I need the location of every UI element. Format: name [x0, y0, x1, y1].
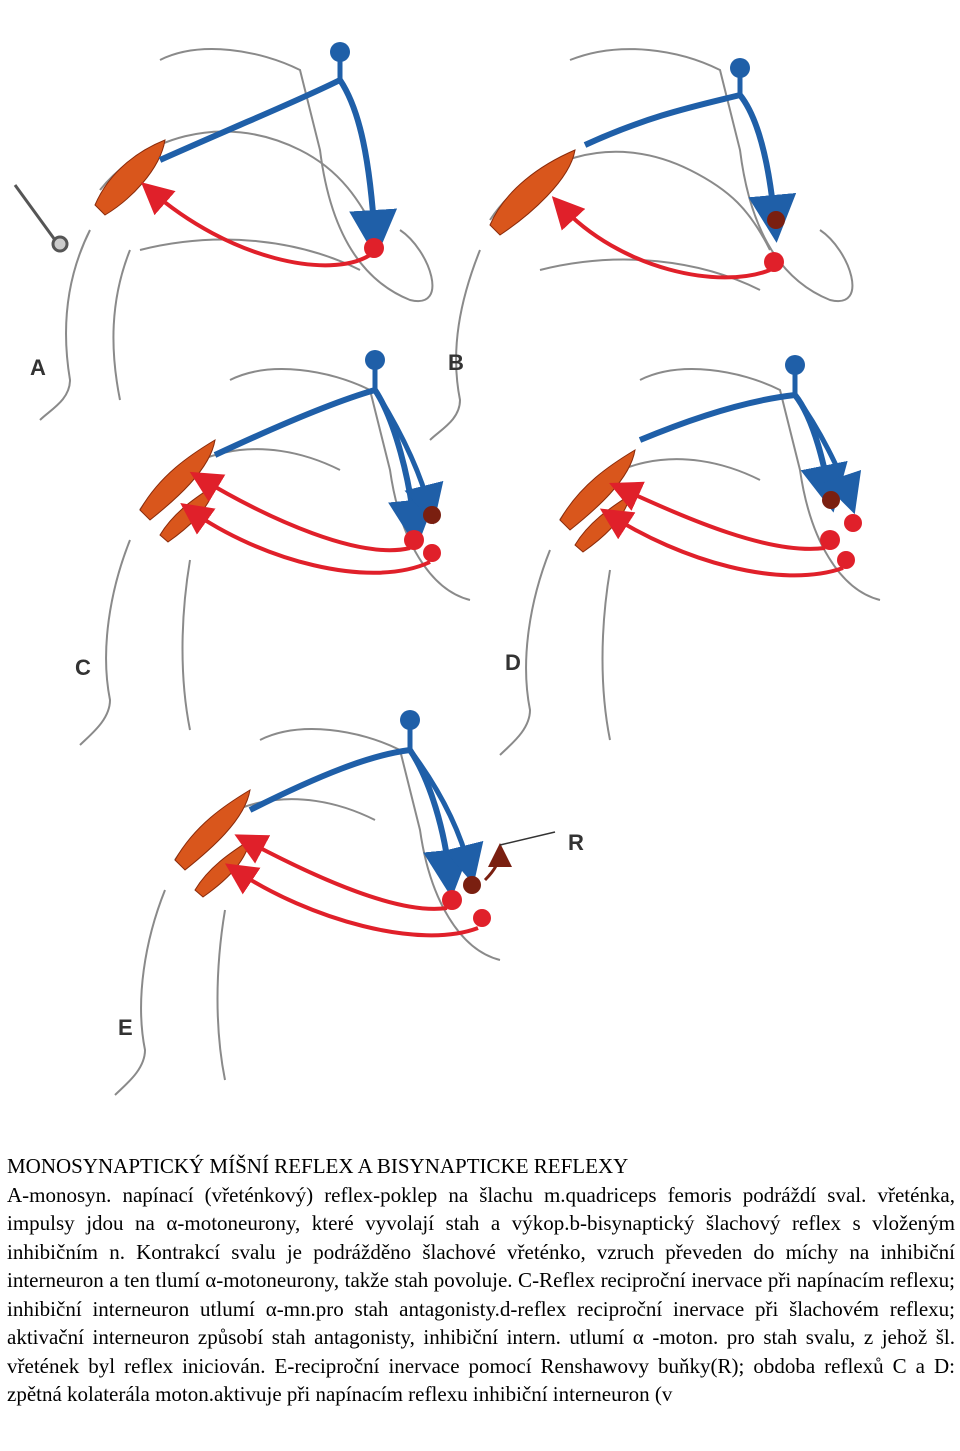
- caption-body: A-monosyn. napínací (vřeténkový) reflex-…: [7, 1182, 955, 1407]
- efferent-fiber-antagonist: [599, 508, 844, 578]
- panel-label-b: B: [448, 350, 464, 375]
- panel-label-d: D: [505, 650, 521, 675]
- alpha-motoneuron: [820, 530, 840, 550]
- muscle-quadriceps: [559, 449, 636, 531]
- alpha-motoneuron-antagonist: [423, 544, 441, 562]
- muscle-quadriceps: [139, 439, 216, 521]
- efferent-fiber-antagonist: [225, 863, 479, 938]
- efferent-fiber: [551, 196, 771, 280]
- efferent-fiber: [609, 481, 826, 551]
- panel-e: R E: [114, 710, 584, 1096]
- alpha-motoneuron: [364, 238, 384, 258]
- alpha-motoneuron: [404, 530, 424, 550]
- panel-d: D: [499, 355, 881, 756]
- efferent-fiber: [234, 834, 448, 911]
- afferent-fiber: [158, 76, 398, 258]
- efferent-fiber: [140, 182, 372, 268]
- renshaw-pointer: [499, 831, 556, 846]
- excitatory-interneuron: [844, 514, 862, 532]
- alpha-motoneuron: [442, 890, 462, 910]
- afferent-fiber: [638, 391, 848, 513]
- body-outline: [499, 368, 881, 756]
- efferent-fiber-antagonist: [180, 503, 431, 575]
- sensory-neuron: [365, 350, 385, 370]
- panel-b: B: [429, 48, 854, 441]
- alpha-motoneuron-antagonist: [837, 551, 855, 569]
- afferent-fiber: [583, 91, 797, 243]
- panel-c: C: [75, 350, 471, 746]
- muscle-quadriceps: [489, 149, 576, 236]
- alpha-motoneuron-antagonist: [473, 909, 491, 927]
- caption-title: MONOSYNAPTICKÝ MÍŠNÍ REFLEX A BISYNAPTIC…: [7, 1154, 629, 1178]
- sensory-neuron: [400, 710, 420, 730]
- sensory-neuron: [730, 58, 750, 78]
- sensory-neuron: [785, 355, 805, 375]
- caption: MONOSYNAPTICKÝ MÍŠNÍ REFLEX A BISYNAPTIC…: [7, 1152, 955, 1409]
- panel-label-c: C: [75, 655, 91, 680]
- afferent-fiber: [213, 386, 436, 548]
- panel-label-a: A: [30, 355, 46, 380]
- muscle-quadriceps: [174, 789, 251, 871]
- body-outline: [429, 48, 854, 441]
- inhibitory-interneuron: [767, 211, 785, 229]
- panel-label-e: E: [118, 1015, 133, 1040]
- afferent-fiber: [248, 746, 471, 898]
- efferent-fiber: [189, 471, 411, 553]
- panel-a: A: [13, 42, 434, 421]
- renshaw-label: R: [568, 830, 584, 855]
- inhibitory-interneuron: [423, 506, 441, 524]
- renshaw-cell: [463, 876, 481, 894]
- reflex-diagram: A B C: [13, 42, 881, 1096]
- reflex-hammer: [13, 184, 69, 253]
- muscle-quadriceps: [94, 139, 166, 216]
- inhibitory-interneuron: [822, 491, 840, 509]
- alpha-motoneuron: [764, 252, 784, 272]
- sensory-neuron: [330, 42, 350, 62]
